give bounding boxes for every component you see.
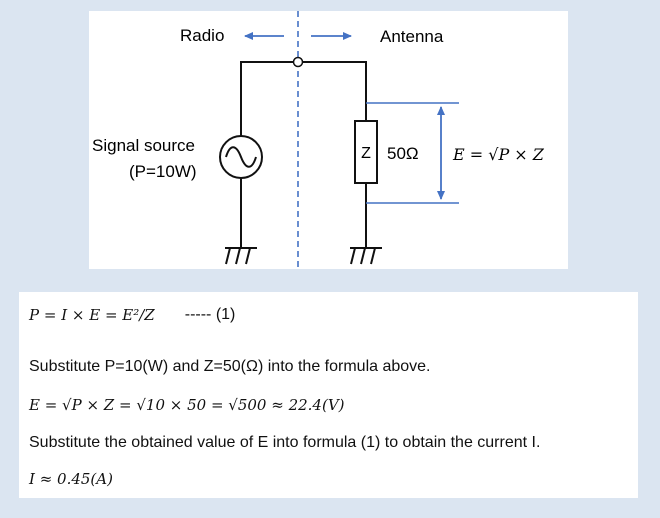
voltage-formula: E = √P × Z [452,145,545,164]
circuit-diagram: Radio Antenna Signal source (P=10W) Z 50… [89,11,568,269]
equation-voltage: E = √P × Z = √10 × 50 = √500 ≈ 22.4(V) [29,396,345,414]
top-wire-right [298,61,367,121]
ground-icon-right [350,247,382,265]
eq1-text: P = I × E = E²/Z [29,306,155,324]
antenna-label: Antenna [380,27,444,46]
ground-icon-left [225,247,257,265]
impedance-symbol: Z [361,145,371,162]
substitution-note: Substitute P=10(W) and Z=50(Ω) into the … [29,358,431,375]
radio-label: Radio [180,26,224,45]
eq1-tag: ----- (1) [184,306,236,323]
junction-node [292,56,304,68]
equation-current: I ≈ 0.45(A) [29,470,113,488]
top-wire-left [240,61,298,138]
equation-power: P = I × E = E²/Z ----- (1) [29,306,235,324]
formula-panel: P = I × E = E²/Z ----- (1) Substitute P=… [19,292,638,498]
impedance-value: 50Ω [387,144,419,163]
current-note: Substitute the obtained value of E into … [29,434,541,451]
circuit-svg: Radio Antenna Signal source (P=10W) Z 50… [92,11,545,269]
power-label: (P=10W) [129,162,197,181]
sine-wave [225,146,257,168]
signal-source-label: Signal source [92,136,195,155]
